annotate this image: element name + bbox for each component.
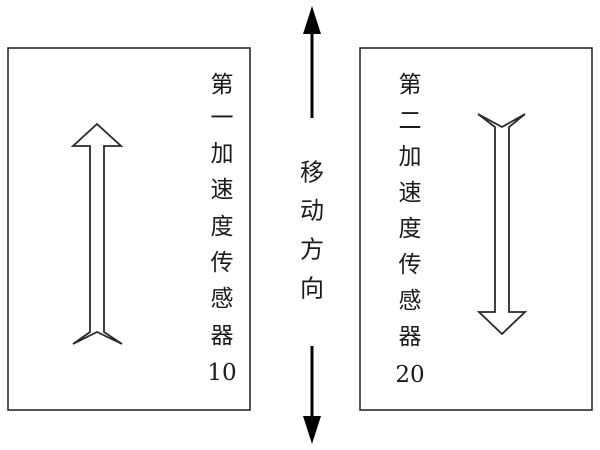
sensor-2-label-char: 感 [399,288,422,314]
movement-label-char: 方 [300,236,324,264]
sensor-2-label-char: 加 [399,144,422,170]
sensor-1-label-char: 传 [211,250,234,276]
movement-direction-group: 移 动 方 向 [300,6,324,444]
sensor-2-group: 第 二 加 速 度 传 感 器 20 [359,47,593,411]
sensor-1-label-char: 第 [211,72,234,98]
sensor-1-group: 第 一 加 速 度 传 感 器 10 [7,47,251,411]
sensor-2-label-char: 速 [399,180,422,206]
movement-up-arrowhead-icon [303,6,321,34]
sensor-1-label-char: 度 [211,214,234,240]
sensor-2-label: 第 二 加 速 度 传 感 器 20 [395,72,424,388]
sensor-1-label-char: 感 [211,286,234,312]
sensor-2-label-char: 度 [399,216,422,242]
sensor-1-label-char: 加 [211,141,234,167]
sensor-1-up-arrow-icon [70,122,124,345]
sensor-2-label-char: 传 [399,252,422,278]
movement-down-arrowhead-icon [303,416,321,444]
sensor-2-label-char: 二 [399,108,422,134]
sensor-1-label-char: 器 [211,323,234,349]
sensor-1-number: 10 [207,360,236,386]
sensor-2-box [359,47,593,411]
sensor-2-number: 20 [395,362,424,388]
movement-label-char: 移 [300,159,324,187]
movement-label: 移 动 方 向 [300,159,324,303]
sensor-1-label-char: 速 [211,177,234,203]
sensor-2-label-char: 器 [399,324,422,350]
movement-label-char: 动 [300,197,324,225]
sensor-1-box [7,47,251,411]
sensor-2-down-arrow-icon [476,113,528,336]
sensor-1-label: 第 一 加 速 度 传 感 器 10 [207,72,236,386]
movement-label-char: 向 [300,275,324,303]
sensor-2-label-char: 第 [399,72,422,98]
sensor-1-label-char: 一 [211,105,234,131]
